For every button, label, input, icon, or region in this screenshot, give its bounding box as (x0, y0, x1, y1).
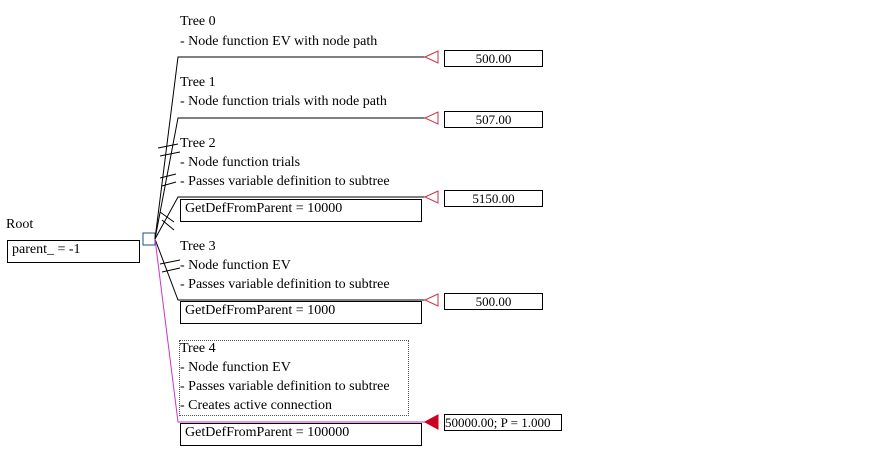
branch-tree-3 (154, 238, 425, 301)
tree-0-line-1: - Node function EV with node path (180, 34, 378, 49)
terminal-node-tree-3[interactable] (423, 293, 439, 307)
tree-0-value[interactable]: 500.00 (444, 50, 543, 67)
tree-3-definition-box[interactable]: GetDefFromParent = 1000 (180, 301, 422, 324)
branch-tree-1 (154, 117, 425, 240)
tree-4-line-3: - Creates active connection (180, 398, 332, 413)
tree-1-value[interactable]: 507.00 (444, 111, 543, 128)
tree-3-value[interactable]: 500.00 (444, 293, 543, 310)
root-decision-node[interactable] (142, 232, 156, 246)
branch-tree-4 (154, 238, 425, 423)
branch-tick-marks (157, 143, 181, 273)
tree-1-title: Tree 1 (180, 75, 216, 90)
tree-1-line-1: - Node function trials with node path (180, 94, 387, 109)
tree-2-definition-box[interactable]: GetDefFromParent = 10000 (180, 199, 422, 222)
tree-2-line-1: - Node function trials (180, 155, 301, 170)
tree-3-line-2: - Passes variable definition to subtree (180, 277, 390, 292)
tree-4-line-2: - Passes variable definition to subtree (180, 379, 390, 394)
branch-tree-2 (154, 196, 425, 240)
tree-2-line-2: - Passes variable definition to subtree (180, 174, 390, 189)
tree-0-title: Tree 0 (180, 14, 216, 29)
tree-4-selection-frame (179, 340, 409, 416)
branch-tree-0 (154, 56, 425, 240)
tree-2-title: Tree 2 (180, 136, 216, 151)
tree-2-value[interactable]: 5150.00 (444, 190, 543, 207)
tree-3-line-1: - Node function EV (180, 258, 291, 273)
tree-4-title: Tree 4 (180, 341, 216, 356)
terminal-node-tree-4[interactable] (423, 414, 439, 430)
terminal-node-tree-2[interactable] (423, 190, 439, 204)
tree-3-title: Tree 3 (180, 239, 216, 254)
terminal-node-tree-1[interactable] (423, 111, 439, 125)
tree-4-line-1: - Node function EV (180, 360, 291, 375)
tree-4-value[interactable]: 50000.00; P = 1.000 (444, 414, 562, 431)
root-label: Root (6, 217, 34, 232)
terminal-node-tree-0[interactable] (423, 50, 439, 64)
root-definition-box[interactable]: parent_ = -1 (7, 240, 140, 263)
tree-4-definition-box[interactable]: GetDefFromParent = 100000 (180, 423, 422, 446)
